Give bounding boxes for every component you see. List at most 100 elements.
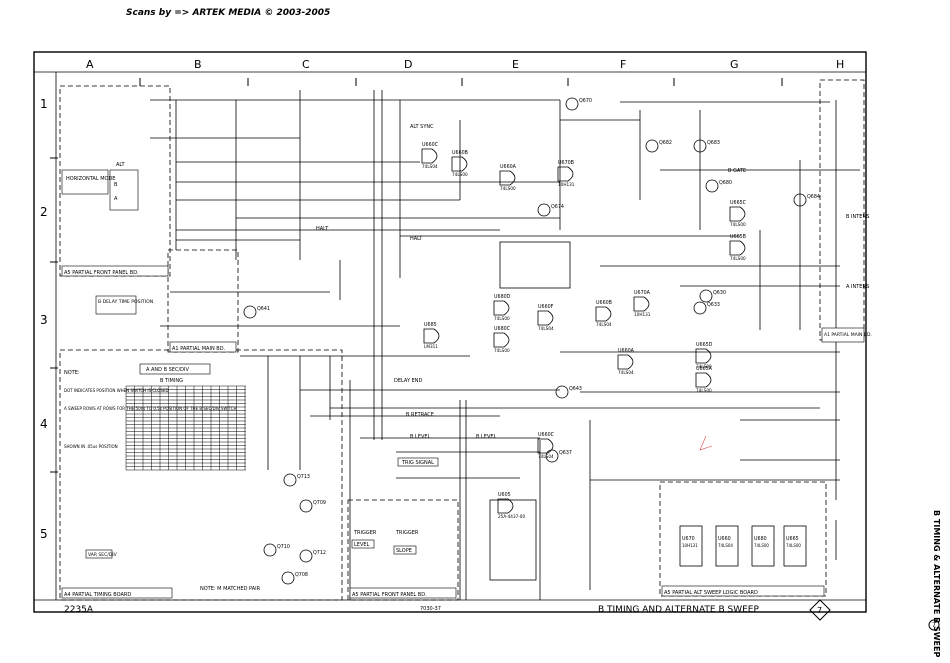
svg-text:U665A: U665A [696,366,713,372]
svg-text:74LS00: 74LS00 [494,316,510,321]
svg-text:Q670: Q670 [579,98,592,104]
svg-text:Q680: Q680 [719,180,732,186]
transistor-q633: Q633 [693,301,720,315]
svg-text:B: B [114,182,118,188]
row-number: 5 [40,527,48,541]
transistor-q680: Q680 [705,179,732,193]
connector-box [499,241,571,289]
board-label-a5-alt: A5 PARTIAL ALT SWEEP LOGIC BOARD [664,590,758,596]
svg-text:LM311: LM311 [424,344,438,349]
row-number: 1 [40,97,48,111]
label-b-retrace: B RETRACE [406,412,434,418]
column-letter: F [620,58,626,71]
ic-u660b: U660B 74LS00 [451,150,468,177]
scan-credit: Scans by => ARTEK MEDIA © 2003-2005 [126,8,331,18]
svg-text:U680: U680 [754,536,767,542]
svg-text:7: 7 [932,622,936,629]
board-label-a4: A4 PARTIAL TIMING BOARD [64,592,131,598]
svg-text:Q709: Q709 [313,500,326,506]
svg-text:74LS00: 74LS00 [696,388,712,393]
svg-text:U660C: U660C [538,432,555,438]
label-trig-signal: TRIG SIGNAL [401,460,434,466]
label-b-level: B LEVEL [410,434,431,440]
svg-text:A AND B SEC/DIV: A AND B SEC/DIV [146,367,189,373]
svg-text:ALT: ALT [116,162,126,168]
column-letter: H [836,58,844,71]
ic-u680d: U680D 74LS00 [493,294,511,321]
model-number: 2235A [64,605,94,615]
svg-text:A: A [114,196,118,202]
svg-text:U680C: U680C [494,326,511,332]
label-halt: HALT [316,226,329,232]
board-boundaries [59,79,865,601]
svg-text:74LS04: 74LS04 [718,543,733,548]
svg-text:74LS00: 74LS00 [452,172,468,177]
transistor-q643: Q643 [555,385,582,399]
column-letter: A [86,58,94,71]
board-label-a1-right: A1 PARTIAL MAIN BD. [824,332,872,338]
wiring [150,90,860,600]
b-delay-box: B DELAY TIME POSITION [95,295,153,315]
svg-text:74LS00: 74LS00 [696,364,712,369]
svg-text:B TIMING & ALTERNATE B SWEEP: B TIMING & ALTERNATE B SWEEP [932,510,941,657]
note-matched-pair: NOTE: M MATCHED PAIR [200,586,261,592]
ic-u605: U605 25A-4437-00 [497,492,525,519]
svg-text:U665: U665 [786,536,799,542]
svg-text:DOT INDICATES POSITION WHEN SW: DOT INDICATES POSITION WHEN SWITCH IS CL… [64,388,169,393]
svg-text:HORIZONTAL MODE: HORIZONTAL MODE [66,176,115,182]
svg-text:Q713: Q713 [297,474,310,480]
svg-text:U680D: U680D [494,294,511,300]
column-letter: D [404,58,412,71]
svg-text:A SWEEP ROWS AT ROWS FOR THE 5: A SWEEP ROWS AT ROWS FOR THE 50ns TO 0.5… [64,406,237,411]
sheet-number-diamond: 7 [809,599,831,621]
ic-group: U660C74LS04U660B74LS00U660A74LS00U670B10… [421,142,747,519]
svg-text:U660A: U660A [618,348,635,354]
svg-text:U685: U685 [424,322,437,328]
transistor-q674: Q674 [537,203,564,217]
svg-text:B TIMING: B TIMING [160,378,183,384]
transistor-q637: Q637 [545,449,572,463]
svg-text:74LS00: 74LS00 [786,543,801,548]
svg-text:25A-4437-00: 25A-4437-00 [498,514,525,519]
svg-text:U605: U605 [498,492,511,498]
sec-div-table: A AND B SEC/DIV B TIMING [125,363,246,471]
label-a-intens: A INTENS [846,284,869,290]
svg-text:74LS04: 74LS04 [538,326,554,331]
svg-text:10H131: 10H131 [682,543,698,548]
label-var-sec-div: VAR SEC/DIV [88,552,118,558]
svg-text:74LS04: 74LS04 [596,322,612,327]
column-letter: G [730,58,739,71]
ic-u665d: U665D 74LS00 [695,342,713,369]
svg-text:U660B: U660B [596,300,612,306]
svg-text:Q630: Q630 [713,290,726,296]
svg-text:U665C: U665C [730,200,747,206]
label-slope: SLOPE [396,548,412,554]
svg-text:U665D: U665D [696,342,713,348]
svg-text:74LS00: 74LS00 [730,256,746,261]
transistor-q684: Q684 [793,193,820,207]
board-label-a1: A1 PARTIAL MAIN BD. [172,346,226,352]
label-trigger-2: TRIGGER [395,530,419,536]
notes: NOTE: DOT INDICATES POSITION WHEN SWITCH… [64,370,237,449]
svg-text:Q643: Q643 [569,386,582,392]
row-number: 2 [40,205,48,219]
svg-text:Q641: Q641 [257,306,270,312]
transistor-q630: Q630 [699,289,726,303]
u605-block [489,499,537,581]
svg-text:NOTE:: NOTE: [64,370,80,376]
svg-text:U660B: U660B [452,150,468,156]
svg-text:U660A: U660A [500,164,517,170]
svg-text:Q684: Q684 [807,194,820,200]
column-letter: B [194,58,202,71]
transistor-q682: Q682 [645,139,672,153]
